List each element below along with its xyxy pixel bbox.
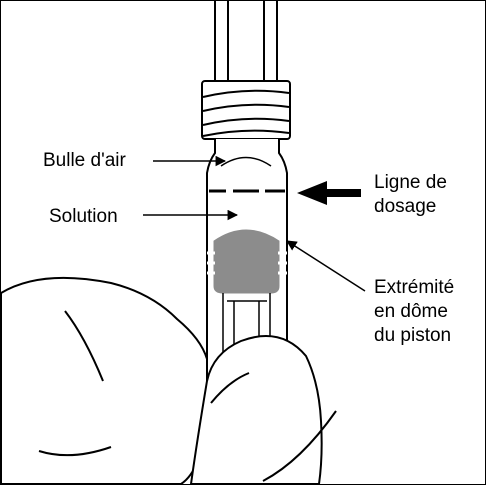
- hand: [1, 276, 337, 484]
- arrow-plunger-tip: [286, 240, 366, 292]
- plunger-tip-text-1: Extrémité: [374, 277, 455, 298]
- plunger-tip: [207, 229, 287, 294]
- plunger-tip-text-3: du piston: [374, 325, 452, 346]
- dosing-line-text-2: dosage: [374, 196, 437, 217]
- plunger-tip-label: Extrémité en dôme du piston: [374, 276, 454, 348]
- dosing-line-arrow: [297, 181, 361, 205]
- plunger-tip-text-2: en dôme: [374, 301, 448, 322]
- needle: [214, 1, 278, 81]
- solution-text: Solution: [49, 206, 118, 227]
- air-bubble-label: Bulle d'air: [43, 149, 126, 173]
- threaded-cap: [201, 80, 291, 140]
- solution-label: Solution: [49, 205, 118, 229]
- dosing-line-text-1: Ligne de: [374, 172, 447, 193]
- leader-arrows: [143, 155, 366, 292]
- air-bubble-text: Bulle d'air: [43, 150, 126, 171]
- dosing-line-label: Ligne de dosage: [374, 171, 447, 219]
